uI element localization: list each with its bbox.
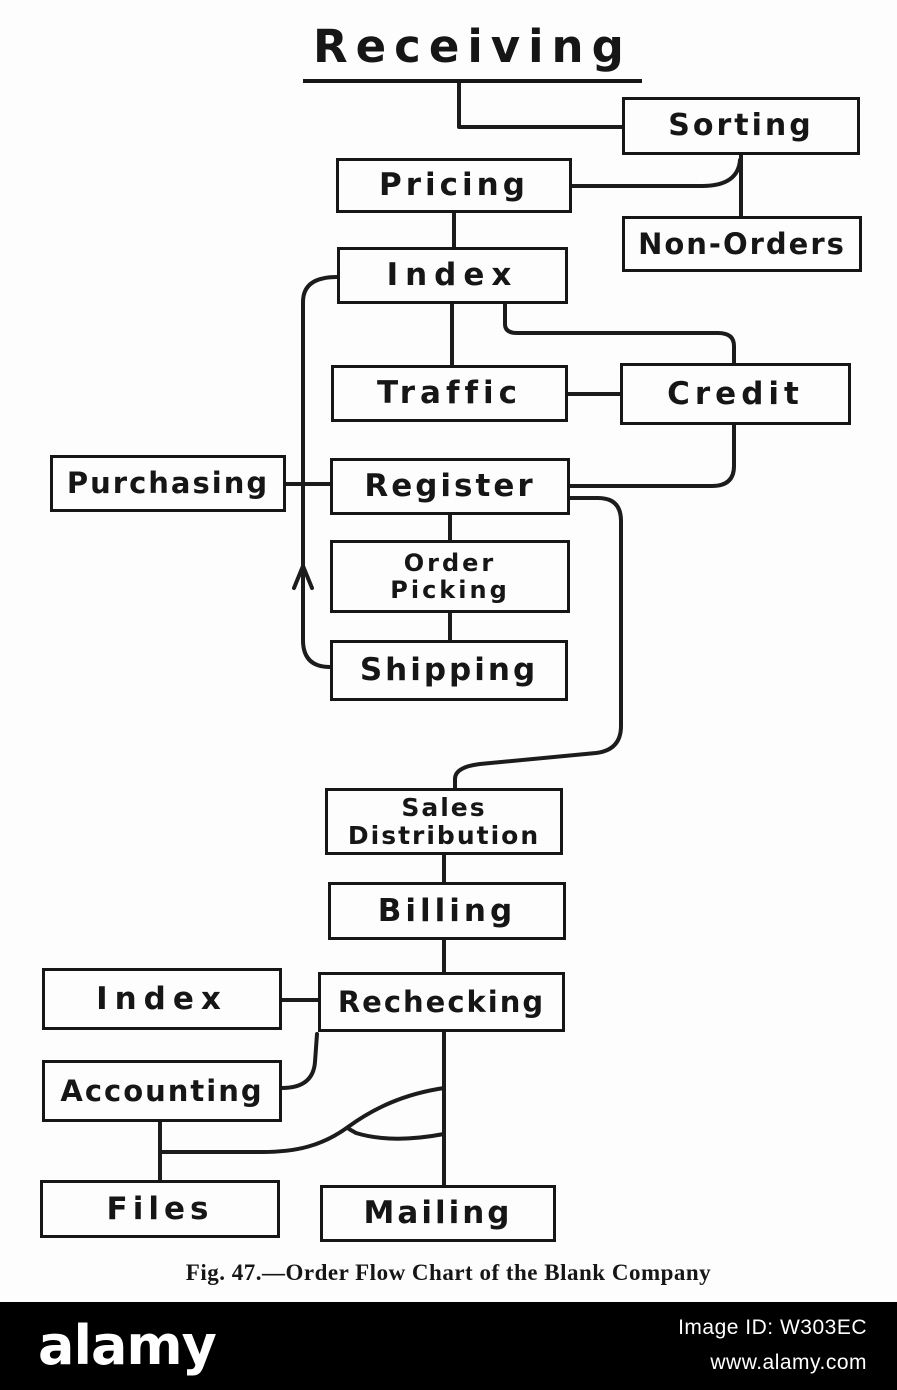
image-id-label: Image ID: W303EC xyxy=(678,1316,867,1340)
node-shipping: Shipping xyxy=(330,640,568,701)
edge-index-credit xyxy=(503,302,736,365)
node-index-top: Index xyxy=(337,247,568,304)
edge-credit-register xyxy=(568,423,736,488)
diagram-title: Receiving xyxy=(303,20,642,83)
node-mailing: Mailing xyxy=(320,1185,556,1242)
node-credit: Credit xyxy=(620,363,851,425)
node-files: Files xyxy=(40,1180,280,1238)
loop-arrowhead-up xyxy=(292,564,314,590)
edge-sorting-pricing xyxy=(570,158,742,188)
node-billing: Billing xyxy=(328,882,566,940)
watermark-bar: alamy Image ID: W303EC www.alamy.com xyxy=(0,1302,897,1390)
node-register: Register xyxy=(330,458,570,515)
node-sales-distribution: Sales Distribution xyxy=(325,788,563,855)
node-traffic: Traffic xyxy=(331,365,568,422)
alamy-logo: alamy xyxy=(38,1314,217,1377)
node-order-picking: Order Picking xyxy=(330,540,570,613)
node-sorting: Sorting xyxy=(622,97,860,155)
node-index-bottom: Index xyxy=(42,968,282,1030)
edge-receiving-sorting xyxy=(457,80,624,129)
watermark-url: www.alamy.com xyxy=(710,1351,867,1374)
edge-merge-lower xyxy=(347,1127,446,1141)
node-accounting: Accounting xyxy=(42,1060,282,1122)
node-non-orders: Non-Orders xyxy=(622,216,862,272)
figure-caption: Fig. 47.—Order Flow Chart of the Blank C… xyxy=(185,1260,712,1285)
edge-merge-upper xyxy=(158,1086,446,1154)
node-pricing: Pricing xyxy=(336,158,572,213)
node-purchasing: Purchasing xyxy=(50,455,286,512)
watermark-info: Image ID: W303EC www.alamy.com xyxy=(678,1311,867,1380)
node-rechecking: Rechecking xyxy=(318,972,565,1032)
edge-register-salesdistribution xyxy=(453,496,623,790)
edge-shipping-index-loop xyxy=(301,275,339,669)
edge-accounting-rechecking xyxy=(280,1032,319,1090)
